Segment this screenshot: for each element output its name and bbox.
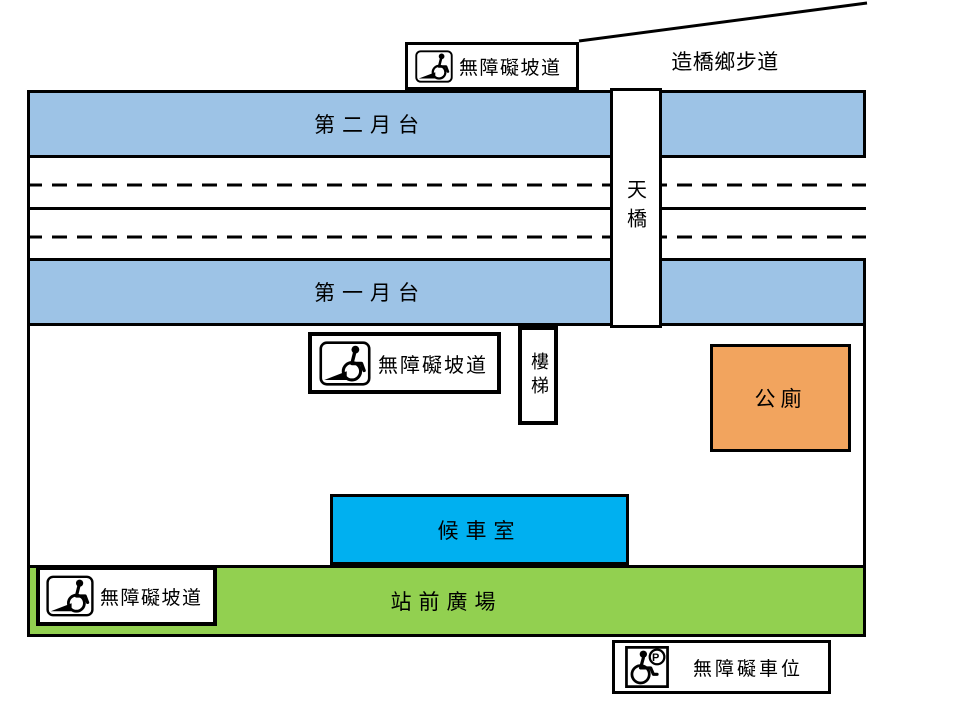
accessible-ramp-sign-top: 無障礙坡道 [405, 42, 579, 90]
footbridge: 天橋 [610, 88, 662, 328]
platform-1: 第一月台 [27, 258, 866, 326]
footbridge-label: 天橋 [623, 179, 648, 237]
accessible-ramp-sign-middle: 無障礙坡道 [308, 332, 501, 394]
waiting-room: 候車室 [330, 494, 629, 565]
platform-2: 第二月台 [27, 90, 866, 158]
public-toilet-label: 公廁 [754, 387, 807, 411]
wheelchair-ramp-icon [46, 575, 94, 617]
accessible-ramp-label: 無障礙坡道 [100, 586, 203, 609]
station-building-area [27, 326, 866, 637]
accessible-parking-label: 無障礙車位 [693, 657, 804, 680]
stairs-label: 樓梯 [528, 351, 549, 400]
wheelchair-ramp-icon [319, 340, 371, 386]
wheelchair-parking-icon: P [625, 646, 669, 688]
trail-diagonal-line [578, 1, 868, 43]
station-front-plaza-label: 站前廣場 [390, 590, 503, 614]
accessible-ramp-sign-bottom: 無障礙坡道 [36, 566, 217, 626]
accessible-ramp-label: 無障礙坡道 [459, 56, 562, 79]
accessible-parking-sign: P 無障礙車位 [612, 640, 831, 694]
public-toilet: 公廁 [710, 344, 851, 452]
wheelchair-ramp-icon [415, 49, 453, 83]
stairs: 樓梯 [518, 326, 558, 425]
waiting-room-label: 候車室 [437, 518, 522, 543]
platform-1-label: 第一月台 [314, 281, 426, 305]
platform-2-label: 第二月台 [314, 113, 426, 137]
trail-label: 造橋鄉步道 [671, 50, 779, 74]
svg-text:P: P [652, 652, 662, 664]
accessible-ramp-label: 無障礙坡道 [378, 352, 488, 377]
